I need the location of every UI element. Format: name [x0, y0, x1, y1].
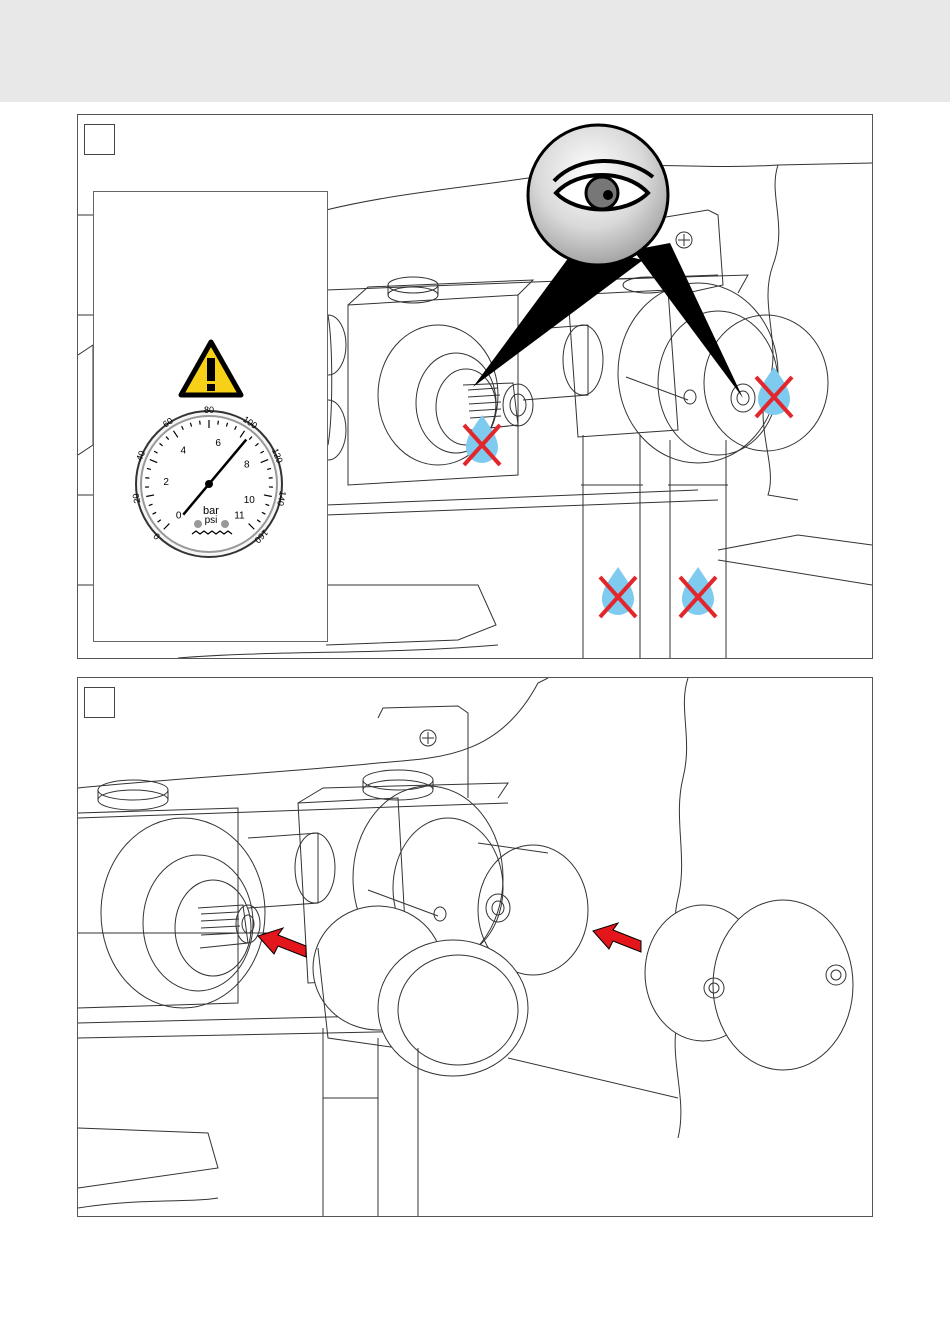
- gauge-bar-label: 0: [176, 510, 182, 521]
- red-arrow-icon: [593, 923, 641, 952]
- no-water-drop-icon: [600, 567, 636, 617]
- warning-triangle-icon: [181, 342, 241, 395]
- panel2-illustration: [78, 678, 872, 1216]
- gauge-tick: [200, 421, 201, 425]
- gauge-tick: [218, 421, 219, 425]
- step-panel-2: [77, 677, 873, 1217]
- gauge-bar-label: 8: [244, 459, 250, 470]
- gauge-bar-label: 11: [234, 510, 245, 521]
- no-water-drop-icon: [464, 415, 500, 465]
- step-number: [85, 688, 114, 717]
- step-number: [85, 125, 114, 154]
- red-arrow-icon: [258, 928, 306, 957]
- step-number-box: [84, 687, 115, 718]
- gauge-unit-psi: psi: [205, 515, 218, 526]
- gauge-bar-label: 6: [215, 438, 221, 449]
- callout-pointer-right: [633, 243, 743, 398]
- gauge-bar-label: 10: [244, 495, 256, 506]
- callout-pointer-left: [473, 245, 643, 387]
- gauge-bar-label: 2: [163, 477, 169, 488]
- gauge-bar-label: 4: [180, 446, 186, 457]
- step-number-box: [84, 124, 115, 155]
- header-band: [0, 0, 950, 102]
- gauge-psi-label: 80: [204, 405, 214, 415]
- no-water-drop-icon: [680, 567, 716, 617]
- no-water-drop-icon: [756, 367, 792, 417]
- gauge-psi-label: 20: [131, 493, 143, 505]
- eye-icon: [528, 125, 668, 265]
